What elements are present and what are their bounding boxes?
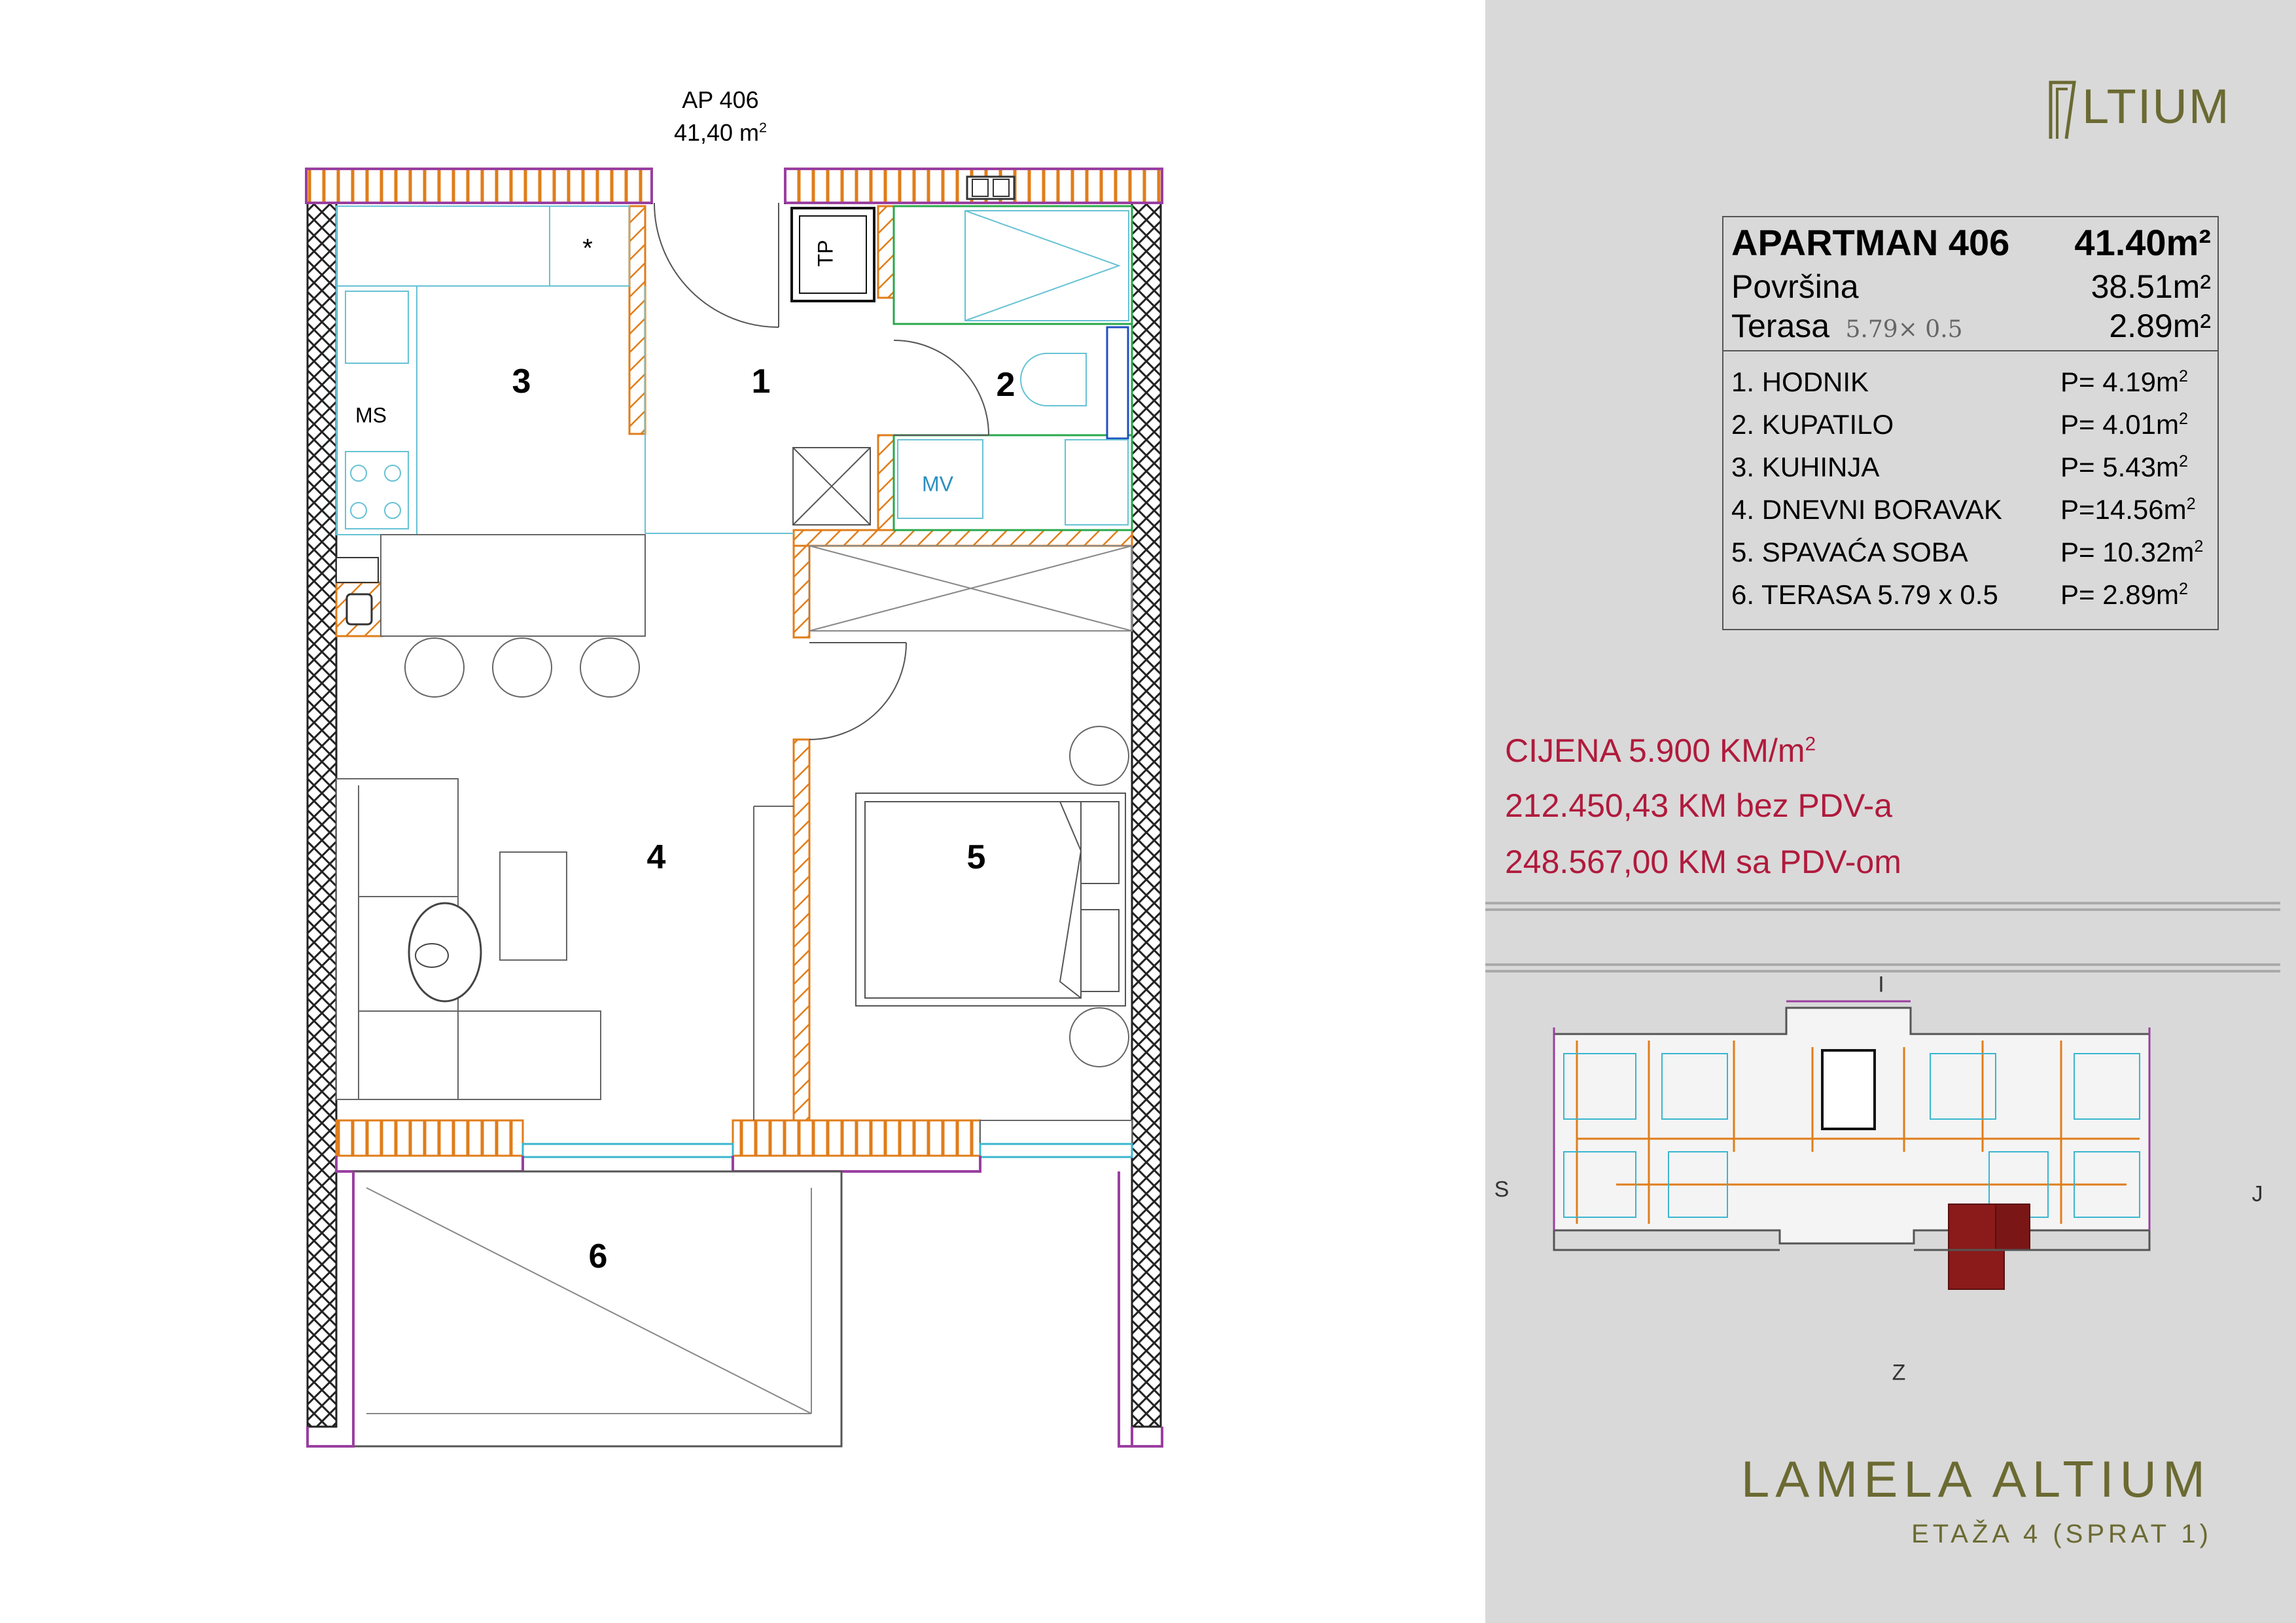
divider-bottom	[1485, 963, 2280, 972]
altium-logo-mark	[2049, 80, 2076, 139]
building-key-plan	[1553, 1000, 2151, 1290]
floor-plan-drawing	[305, 168, 1163, 1448]
floor-plan: AP 406 41,40 m2	[305, 86, 1163, 1448]
compass-east: J	[2252, 1181, 2263, 1207]
room-number-6: 6	[588, 1238, 608, 1275]
room-number-5: 5	[966, 838, 986, 876]
apartment-name: AP 406	[682, 86, 759, 113]
apartment-area: 41,40 m2	[673, 119, 768, 146]
footer-subtitle: ETAŽA 4 (SPRAT 1)	[1911, 1520, 2212, 1548]
brand-logo-text: LTIUM	[2082, 79, 2231, 134]
ms-label: MS	[355, 403, 387, 427]
mv-label: MV	[922, 472, 953, 496]
summary-total: 41.40m²	[2074, 222, 2211, 263]
tp-label: TP	[813, 240, 838, 267]
top-wall-left	[305, 168, 653, 204]
room-number-3: 3	[512, 363, 531, 401]
left-exterior-wall	[306, 200, 338, 1428]
compass-west: S	[1494, 1177, 1510, 1202]
terasa-dims: 5.79× 0.5	[1845, 316, 1963, 343]
compass-north: I	[1878, 972, 1884, 997]
apartment-summary-table: APARTMAN 406 41.40m² Površina 38.51m² Te…	[1722, 216, 2219, 630]
footer-title: LAMELA ALTIUM	[1740, 1450, 2211, 1508]
divider-top	[1485, 902, 2280, 911]
room-number-1: 1	[751, 363, 771, 401]
terasa-label: Terasa	[1731, 308, 1830, 344]
room-number-4: 4	[646, 838, 666, 876]
highlighted-apartment	[1948, 1204, 2005, 1290]
price-net: 212.450,43 KM bez PDV-a	[1505, 787, 1893, 824]
info-panel: LTIUM APARTMAN 406 41.40m² Površina 38.5…	[1485, 0, 2296, 1623]
right-exterior-wall	[1131, 200, 1162, 1428]
povrsina-label: Površina	[1731, 268, 1859, 305]
star-mark: *	[582, 234, 593, 263]
compass-south: Z	[1892, 1360, 1906, 1385]
summary-title: APARTMAN 406	[1731, 222, 2010, 263]
price-gross: 248.567,00 KM sa PDV-om	[1505, 844, 1901, 880]
room-number-2: 2	[996, 366, 1016, 404]
summary-header: APARTMAN 406 41.40m² Površina 38.51m² Te…	[1723, 217, 2217, 351]
terrace-outline	[352, 1170, 843, 1448]
price-per-m2: CIJENA 5.900 KM/m2	[1505, 732, 1816, 769]
terasa-value: 2.89m²	[2109, 308, 2211, 344]
povrsina-value: 38.51m²	[2091, 268, 2211, 305]
